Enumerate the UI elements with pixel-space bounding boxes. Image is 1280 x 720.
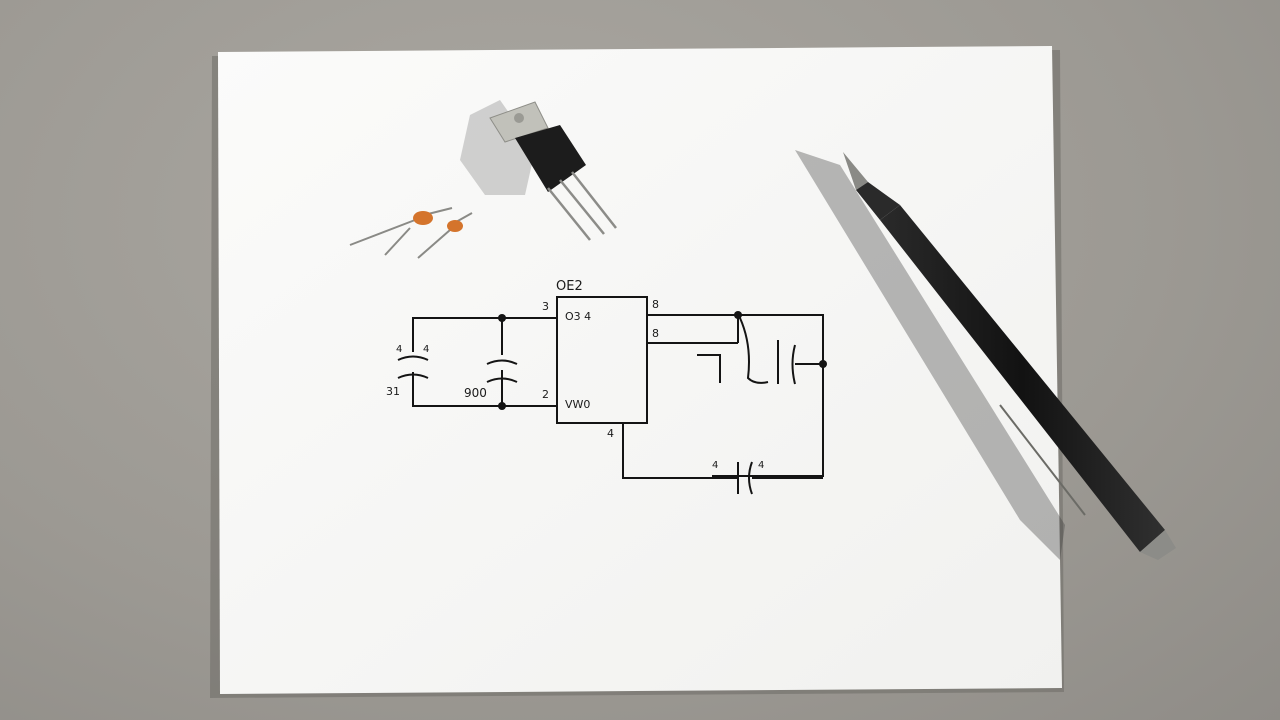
pen-shadow [795,150,1065,560]
junction-dots [498,311,827,410]
ic-top-label: OE2 [556,279,583,294]
cap-left-label-2: 4 [423,344,429,355]
transistor [489,101,617,241]
ic-chip-box [556,296,648,424]
pin-top-right-1-label: 8 [652,298,659,311]
ceramic-capacitor-1 [349,207,453,256]
cap-bottom-label-1: 4 [712,460,718,471]
pin-top-right-2-label: 8 [652,327,659,340]
cap-mid-value-label: 900 [464,386,487,400]
pin-top-left-label: 3 [542,300,549,313]
pin-bottom-label: 4 [607,427,614,440]
pen [843,152,1176,560]
paper-sheet [218,46,1062,694]
ic-inner-top-label: O3 4 [565,310,591,323]
pin-bottom-left-label: 2 [542,388,549,401]
circuit-schematic [397,296,824,495]
cap-bottom-label-2: 4 [758,460,764,471]
cap-left-label-1: 4 [396,344,402,355]
ic-inner-bottom-label: VW0 [565,398,590,411]
cap-left-side-label: 31 [386,385,400,398]
ceramic-capacitor-2 [417,212,473,259]
